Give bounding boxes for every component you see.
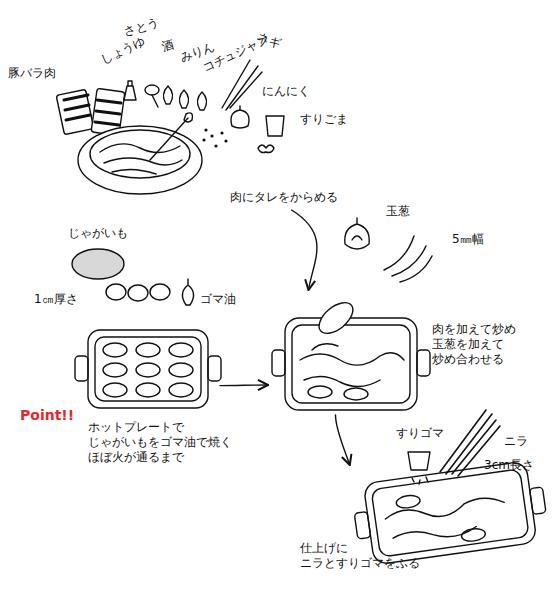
potato-slice [103, 343, 127, 357]
flow-arrow [336, 415, 350, 465]
step-caption: ホットプレートで じゃがいもをゴマ油で焼く ほぼ火が通るまで [88, 420, 232, 465]
potato-slice [136, 383, 160, 397]
sesame-sprinkle [412, 477, 428, 484]
onion [345, 218, 370, 249]
hotplate-handle [75, 356, 88, 381]
step-group: Point!!ホットプレートで じゃがいもをゴマ油で焼く ほぼ火が通るまで [20, 320, 220, 480]
potato-slice [461, 527, 486, 542]
seed [224, 139, 227, 142]
meat-slab [56, 89, 94, 134]
pan-handle [417, 350, 430, 376]
step-group: 肉を加えて炒め 玉葱を加えて 炒め合わせる [268, 290, 538, 415]
seed [220, 131, 223, 134]
sake-bottle [163, 86, 172, 104]
pan-inner [292, 325, 410, 403]
mixing-bowl [78, 126, 202, 194]
sesame-bowl [408, 452, 430, 470]
marinated-meat [100, 144, 182, 174]
hotplate-handle [208, 356, 221, 381]
ingredient-label: 5㎜幅 [452, 232, 484, 247]
garlic [231, 106, 249, 128]
onion-slices [384, 236, 432, 282]
step-caption: 肉にタレをからめる [230, 190, 338, 205]
potato-slice [136, 363, 160, 377]
flow-arrow [292, 210, 317, 290]
potato-slice [344, 388, 368, 400]
potato-slice [106, 284, 126, 300]
stir-fry [300, 344, 404, 387]
seed [210, 134, 213, 137]
ingredient-label: しょうゆ [98, 34, 148, 68]
potato-slice [150, 284, 170, 300]
seed [214, 144, 217, 147]
step-group: 肉にタレをからめる [62, 60, 342, 210]
pan-inner [371, 469, 529, 557]
point-label: Point!! [20, 408, 74, 423]
sesame-jar [266, 116, 284, 136]
ingredient-label: ゴマ油 [200, 292, 236, 307]
hotplate [88, 330, 208, 408]
spoon [150, 113, 192, 160]
grated-sesame [258, 145, 274, 153]
potato-slice [136, 343, 160, 357]
pouring-bowl [314, 297, 359, 340]
step-group: 仕上げに ニラとすりゴマをふる [290, 465, 550, 585]
potato-slice [103, 363, 127, 377]
ingredient-label: にんにく [262, 84, 310, 99]
potatoes-on-plate [103, 343, 193, 397]
meat-stripes [64, 95, 90, 120]
spoon-handle [152, 95, 158, 107]
potato-slice [128, 285, 148, 301]
seed [204, 128, 207, 131]
potato-slice [169, 363, 193, 377]
seed [202, 138, 205, 141]
ingredient-label: 1㎝厚さ [34, 292, 78, 307]
potato-slice [395, 494, 420, 509]
sesame-oil-bottle [182, 279, 193, 305]
hotplate-inner [95, 337, 201, 401]
ingredient-label: すりゴマ [396, 426, 444, 441]
ingredient-label: すりごま [300, 112, 348, 127]
potato-slice [169, 383, 193, 397]
pan-handle [354, 512, 370, 540]
whole-potato [72, 249, 124, 279]
ingredient-label: 豚バラ肉 [8, 66, 56, 81]
potato-slice [308, 386, 332, 398]
ingredient-label: じゃがいも [68, 226, 128, 241]
flow-arrow [220, 384, 268, 386]
pan-handle [530, 487, 546, 515]
bowl-rim [90, 130, 190, 178]
soy-bottle [124, 81, 136, 100]
sugar-spoon [145, 85, 159, 95]
step-caption: 肉を加えて炒め 玉葱を加えて 炒め合わせる [432, 322, 516, 367]
mirin-bottle [179, 90, 188, 108]
gochujang-spoon [197, 92, 206, 110]
final-pan [350, 459, 550, 567]
meat-stripes [95, 100, 121, 125]
step-caption: 仕上げに ニラとすりゴマをふる [300, 541, 420, 571]
pan [363, 461, 537, 565]
ingredient-label: ニラ [504, 434, 528, 449]
potato-slice [169, 343, 193, 357]
potato-slice [103, 383, 127, 397]
pan [285, 318, 417, 410]
finished-dish [384, 495, 508, 545]
ingredient-label: 玉葱 [386, 204, 410, 219]
sesame-seeds [202, 128, 227, 147]
ingredient-label: 酒 [160, 37, 175, 55]
scallion [222, 60, 262, 110]
pan-handle [272, 350, 285, 376]
ingredient-label: 3cm長さ [484, 458, 534, 473]
